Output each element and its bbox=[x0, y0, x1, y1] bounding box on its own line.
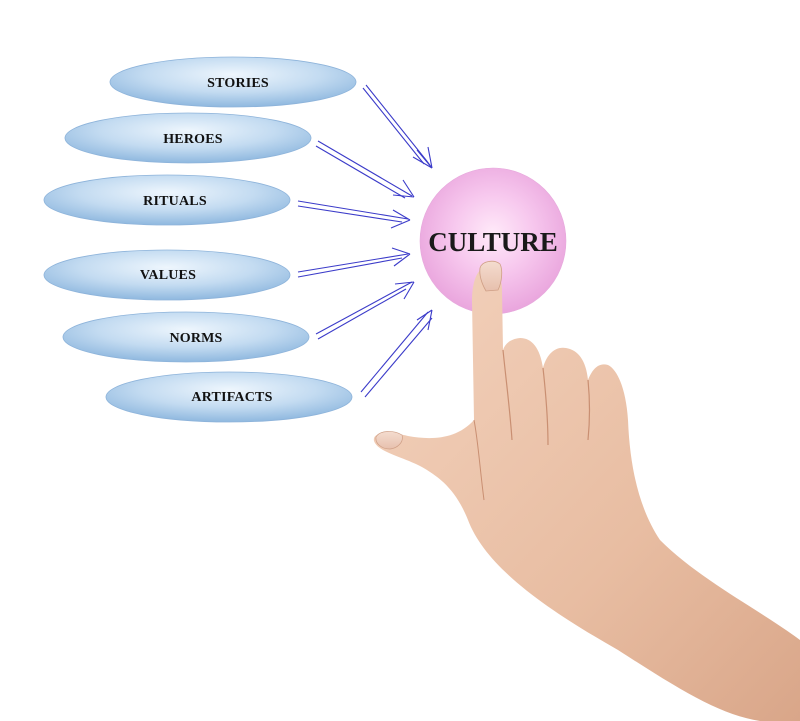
arrow-artifacts bbox=[360, 309, 433, 398]
arrow-values bbox=[297, 247, 411, 278]
element-heroes: HEROES bbox=[64, 112, 312, 164]
element-stories: STORIES bbox=[109, 56, 357, 108]
element-label-artifacts: ARTIFACTS bbox=[191, 390, 272, 405]
element-norms: NORMS bbox=[62, 311, 310, 363]
arrow-norms bbox=[315, 281, 415, 340]
pointing-hand-image bbox=[373, 260, 800, 721]
arrow-heroes bbox=[315, 140, 415, 199]
culture-node: CULTURE bbox=[419, 167, 567, 315]
element-label-values: VALUES bbox=[140, 268, 196, 283]
element-label-heroes: HEROES bbox=[163, 132, 223, 147]
element-label-norms: NORMS bbox=[169, 331, 222, 346]
arrows bbox=[297, 84, 433, 398]
element-label-rituals: RITUALS bbox=[143, 194, 207, 209]
arrow-rituals bbox=[297, 200, 411, 229]
arrow-stories bbox=[362, 84, 433, 169]
element-label-stories: STORIES bbox=[207, 76, 269, 91]
element-values: VALUES bbox=[43, 249, 291, 301]
culture-label: CULTURE bbox=[428, 227, 558, 257]
element-artifacts: ARTIFACTS bbox=[105, 371, 353, 423]
element-rituals: RITUALS bbox=[43, 174, 291, 226]
element-ovals: STORIES HEROES RITUALS VALUES NORMS ARTI… bbox=[43, 56, 357, 423]
